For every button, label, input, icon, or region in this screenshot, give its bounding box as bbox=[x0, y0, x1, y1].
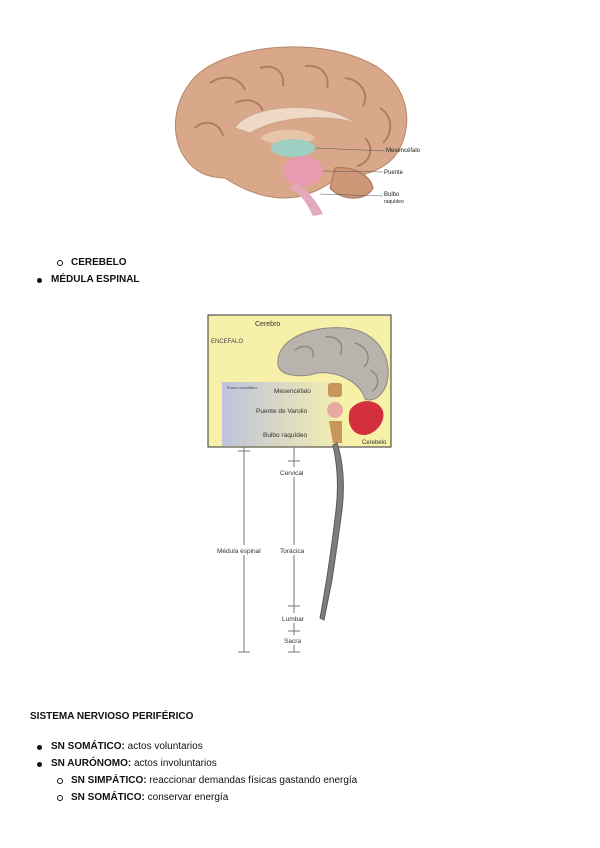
mesencefalo-shape bbox=[328, 383, 342, 397]
tronco-encefalico-box bbox=[222, 382, 342, 446]
list-item-label: MÉDULA ESPINAL bbox=[51, 274, 140, 285]
label-cerebro: Cerebro bbox=[255, 321, 280, 328]
list-sn-periferico: SN SOMÁTICO: actos voluntarios SN AURÓNO… bbox=[0, 740, 600, 805]
label-puente: Puente de Varolio bbox=[256, 408, 308, 415]
list-item-sn-somatico: SN SOMÁTICO: actos voluntarios bbox=[37, 740, 600, 754]
label-puente: Puente bbox=[384, 170, 404, 176]
cerebellum-shape bbox=[329, 167, 374, 199]
list-item-sn-simpatico: SN SIMPÁTICO: reaccionar demandas física… bbox=[57, 774, 600, 788]
list-item-medula-espinal: MÉDULA ESPINAL bbox=[37, 273, 600, 287]
label-bulbo-2: raquídeo bbox=[384, 199, 404, 205]
corpus-callosum bbox=[234, 107, 356, 134]
list-item-label: CEREBELO bbox=[71, 257, 127, 268]
brain-sagittal-figure: Mesencéfalo Puente Bulbo raquídeo bbox=[174, 46, 421, 216]
pons-shape bbox=[283, 156, 323, 186]
list-item-sn-autonomo: SN AURÓNOMO: actos involuntarios bbox=[37, 757, 600, 771]
spinal-cord-shape bbox=[319, 442, 344, 621]
item-desc: conservar energía bbox=[144, 792, 229, 803]
list-item-cerebelo: CEREBELO bbox=[57, 256, 600, 270]
label-encefalo: ENCEFALO bbox=[211, 339, 243, 345]
section-heading: SISTEMA NERVIOSO PERIFÉRICO bbox=[30, 711, 194, 722]
list-item-sn-somatico-2: SN SOMÁTICO: conservar energía bbox=[57, 791, 600, 805]
puente-shape bbox=[327, 402, 343, 418]
label-tronco: Tronco encefálico bbox=[226, 385, 258, 390]
item-desc: actos involuntarios bbox=[131, 758, 217, 769]
label-lumbar: Lumbar bbox=[282, 616, 305, 623]
label-cerebelo: Cerebelo bbox=[362, 440, 387, 446]
cerebrum-shape bbox=[174, 46, 408, 199]
cerebelo-shape bbox=[348, 401, 384, 435]
label-cervical: Cervical bbox=[280, 470, 304, 477]
label-toracica: Torácica bbox=[280, 548, 305, 555]
cortex-fold-1 bbox=[209, 64, 392, 144]
bulbo-shape bbox=[329, 421, 342, 443]
item-term: SN SOMÁTICO: bbox=[51, 741, 125, 752]
label-sacra: Sacra bbox=[284, 638, 301, 645]
item-term: SN SIMPÁTICO: bbox=[71, 775, 147, 786]
cns-diagram-figure: Cerebro ENCEFALO Tronco encefálico Mesen… bbox=[207, 314, 392, 653]
item-term: SN AURÓNOMO: bbox=[51, 758, 132, 769]
item-term: SN SOMÁTICO: bbox=[71, 792, 145, 803]
label-mesencefalo: Mesencéfalo bbox=[386, 148, 421, 154]
label-medula: Médula espinal bbox=[217, 548, 261, 555]
item-desc: actos voluntarios bbox=[124, 741, 203, 752]
mesencephalon-shape bbox=[271, 139, 315, 157]
list-encefalo: CEREBELO MÉDULA ESPINAL bbox=[0, 256, 600, 287]
label-bulbo: Bulbo raquídeo bbox=[263, 432, 307, 439]
cerebro-folds bbox=[294, 336, 379, 392]
medulla-shape bbox=[290, 183, 323, 216]
item-desc: reaccionar demandas físicas gastando ene… bbox=[146, 775, 358, 786]
label-bulbo-1: Bulbo bbox=[384, 192, 400, 198]
label-mesencefalo: Mesencéfalo bbox=[274, 388, 311, 395]
